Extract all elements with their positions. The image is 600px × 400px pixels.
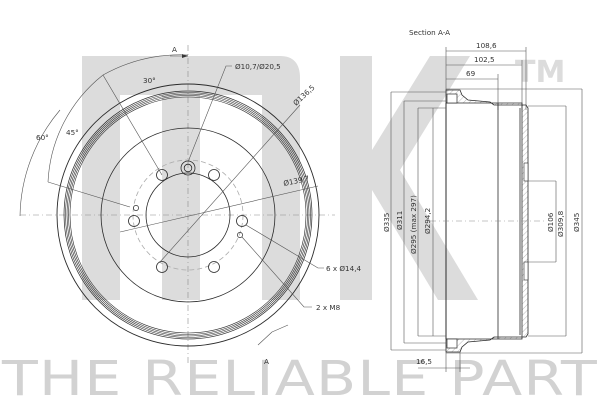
dim-friction-depth: 69 bbox=[466, 69, 476, 78]
angle-arc-60 bbox=[19, 109, 61, 217]
ring-4 bbox=[68, 95, 308, 335]
hub-outer-circle bbox=[100, 127, 276, 303]
bolt-hole-4 bbox=[208, 261, 220, 273]
dim-inner-depth: 102,5 bbox=[474, 55, 495, 64]
ring-1 bbox=[63, 90, 313, 340]
angle-label-30: 30° bbox=[143, 76, 156, 85]
outer-rim-circle bbox=[56, 83, 320, 347]
bolt-hole-1 bbox=[156, 169, 168, 181]
bolt-hole-5 bbox=[156, 261, 168, 273]
dim-d106: Ø106 bbox=[546, 212, 555, 232]
section-arrow-bottom bbox=[257, 331, 273, 346]
center-bore-circle bbox=[145, 172, 231, 258]
front-view: A A 30° 45° 60° Ø10,7/Ø20,5 Ø136,5 Ø139,… bbox=[19, 45, 361, 366]
bolt-hole-2 bbox=[208, 169, 220, 181]
slogan-text: THE RELIABLE PART bbox=[1, 351, 598, 400]
dim-d295: Ø295 (max 297) bbox=[409, 195, 418, 254]
hub-hole-counterbore bbox=[180, 160, 196, 176]
pilot-diameter-leader bbox=[159, 104, 301, 263]
dim-d309: Ø309,8 bbox=[556, 210, 565, 237]
bolt-holes-callout: 6 x Ø14,4 bbox=[326, 264, 361, 273]
threaded-holes-callout: 2 x M8 bbox=[316, 303, 341, 312]
dim-d345: Ø345 bbox=[572, 213, 581, 232]
ring-5 bbox=[69, 96, 307, 334]
logo-k-shape bbox=[340, 56, 478, 300]
section-title: Section A-A bbox=[409, 28, 450, 37]
drum-section-hatched bbox=[445, 89, 529, 353]
trademark-text: TM bbox=[515, 55, 565, 90]
ring-3 bbox=[66, 93, 310, 337]
dim-flange-thickness: 16,5 bbox=[416, 357, 432, 366]
angle-label-60: 60° bbox=[36, 133, 49, 142]
section-marker-bottom: A bbox=[264, 357, 269, 366]
angle-label-45: 45° bbox=[66, 128, 79, 137]
angle-arc-30 bbox=[102, 54, 189, 76]
dim-d335: Ø335 bbox=[382, 213, 391, 232]
groove-top bbox=[446, 93, 458, 104]
groove-bottom bbox=[446, 338, 458, 349]
bolt-hole-3 bbox=[236, 215, 248, 227]
bolt-circle bbox=[132, 159, 244, 271]
dim-d294: Ø294,2 bbox=[423, 208, 432, 234]
section-view: Section A-A 108,6 102,5 69 bbox=[382, 28, 583, 372]
hub-hole-leader bbox=[187, 65, 232, 163]
section-marker-top: A bbox=[172, 45, 177, 54]
dim-overall-depth: 108,6 bbox=[476, 41, 497, 50]
section-arrow-bottom-tail bbox=[271, 324, 289, 333]
ring-2 bbox=[65, 92, 311, 338]
threaded-hole-2 bbox=[133, 205, 139, 211]
hub-recess-bottom bbox=[523, 261, 529, 281]
angle-leader-45 bbox=[47, 181, 131, 208]
dim-d311: Ø311 bbox=[395, 211, 404, 230]
logo-n-shape bbox=[82, 56, 300, 300]
threaded-hole-1 bbox=[237, 232, 243, 238]
hub-recess-top bbox=[523, 162, 529, 182]
bolt-holes-leader bbox=[245, 224, 324, 269]
angle-arc-45 bbox=[47, 74, 104, 183]
bolt-hole-6 bbox=[128, 215, 140, 227]
bolt-circle-leader bbox=[119, 185, 319, 233]
hub-hole bbox=[183, 163, 193, 173]
hub-hole-callout: Ø10,7/Ø20,5 bbox=[235, 62, 281, 71]
threaded-holes-leader bbox=[241, 236, 312, 308]
nk-watermark-logo: TM THE RELIABLE PART bbox=[1, 55, 598, 400]
angle-leader-30 bbox=[102, 74, 163, 176]
